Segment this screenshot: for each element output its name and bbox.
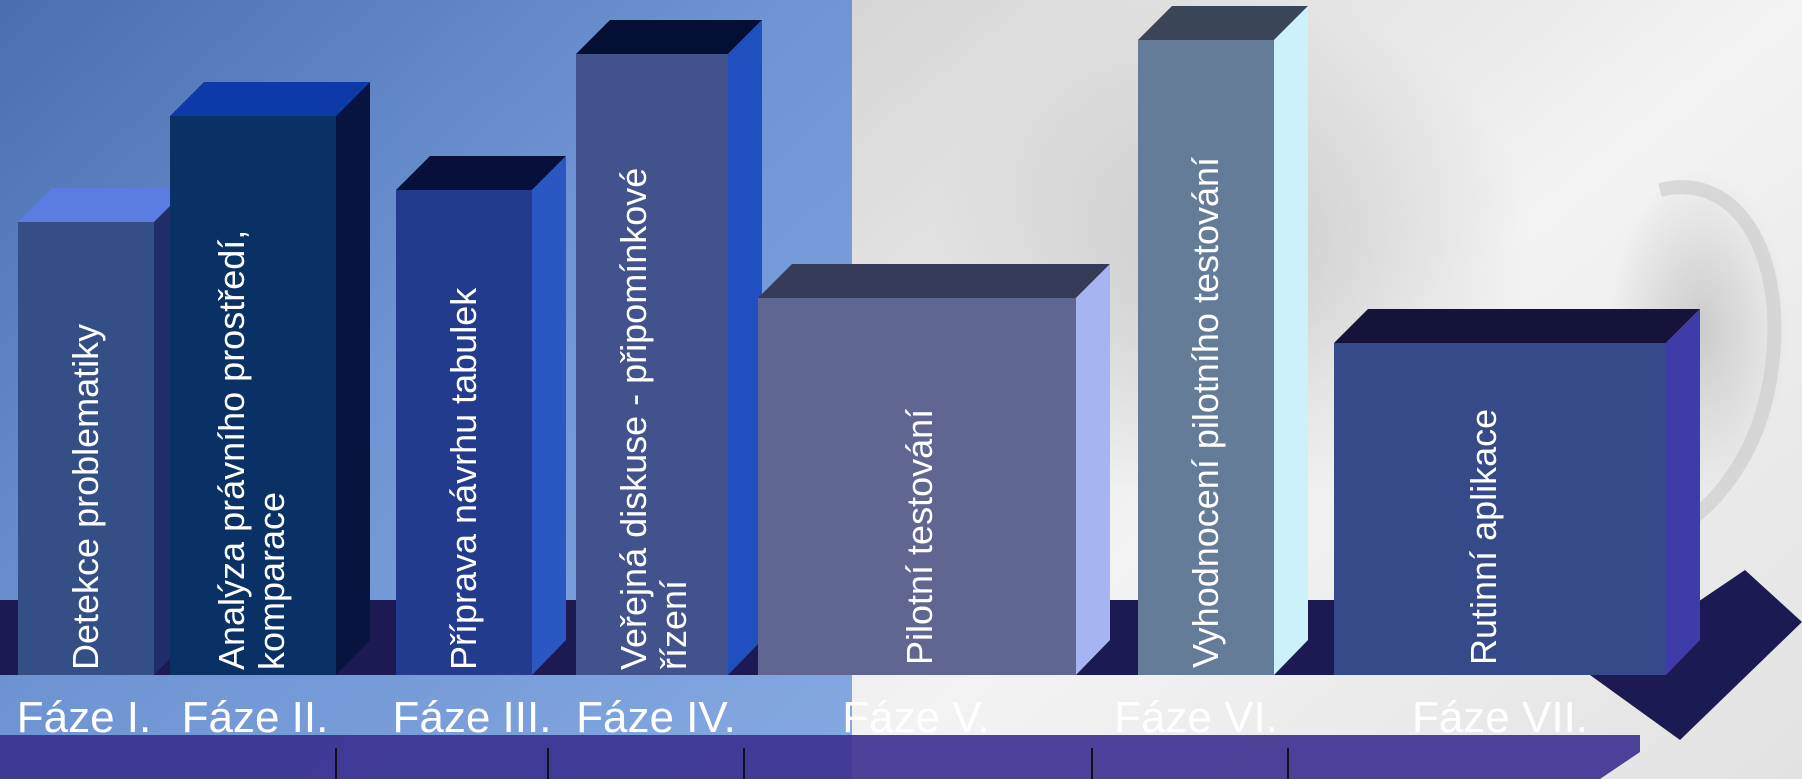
phase-label-2: Fáze II. xyxy=(181,693,329,742)
bar-label-4: Veřejná diskuse - připomínkové řízení xyxy=(606,60,702,670)
bar-label-6-line-1: Vyhodnocení pilotního testování xyxy=(1185,156,1226,668)
phase-bar-6 xyxy=(1138,6,1308,675)
phase-label-5: Fáze V. xyxy=(842,693,990,742)
phase-label-7: Fáze VII. xyxy=(1411,693,1589,742)
phase-label-3: Fáze III. xyxy=(392,693,552,742)
phase-bar-7 xyxy=(1334,309,1700,675)
bar-label-7: Rutinní aplikace xyxy=(1456,355,1512,665)
bar-label-1-line-1: Detekce problematiky xyxy=(65,323,106,670)
background-ear-outline xyxy=(1656,180,1782,547)
bar-label-5: Pilotní testování xyxy=(892,310,948,665)
bar-label-3: Příprava návrhu tabulek xyxy=(436,200,492,670)
phase-label-1: Fáze I. xyxy=(16,693,152,742)
bar-label-1: Detekce problematiky xyxy=(58,238,114,670)
bar-label-2-line-2: komparace xyxy=(251,491,292,670)
bar-label-4-line-2: řízení xyxy=(653,579,694,670)
bar-label-3-line-1: Příprava návrhu tabulek xyxy=(443,287,484,670)
bar-label-6: Vyhodnocení pilotního testování xyxy=(1178,48,1234,668)
phase-bar-4 xyxy=(576,20,762,675)
phase-label-6: Fáze VI. xyxy=(1114,693,1278,742)
bar-label-2: Analýza právního prostředí, komparace xyxy=(204,124,300,670)
bar-label-7-line-1: Rutinní aplikace xyxy=(1463,408,1504,665)
bar-label-5-line-1: Pilotní testování xyxy=(899,408,940,665)
phase-bar-5 xyxy=(758,264,1110,675)
timeline-lower-arrow xyxy=(0,735,1640,779)
timeline-arrow-head xyxy=(1590,570,1802,740)
bar-label-2-line-1: Analýza právního prostředí, xyxy=(211,229,252,670)
bar-label-4-line-1: Veřejná diskuse - připomínkové xyxy=(613,167,654,670)
phase-bar-3 xyxy=(396,156,566,675)
phase-bar-2 xyxy=(170,82,370,675)
phase-label-4: Fáze IV. xyxy=(576,693,736,742)
